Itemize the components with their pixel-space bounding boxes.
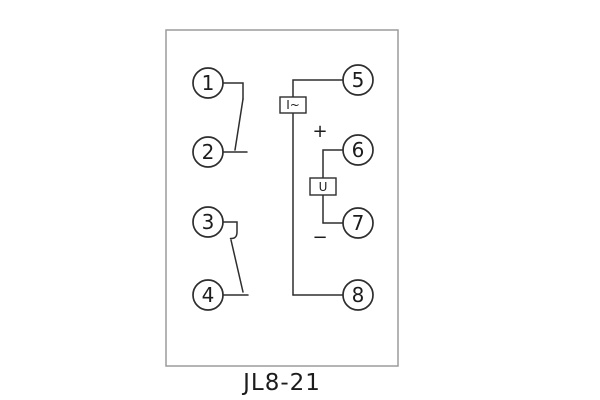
terminal-3-circle <box>192 206 224 238</box>
terminal-6: 6 <box>342 134 374 166</box>
voltage-coil-label: U <box>319 180 328 194</box>
contact-blade-1-2 <box>234 98 244 151</box>
terminal-3: 3 <box>192 206 224 238</box>
minus-sign: − <box>312 227 327 248</box>
terminal-2: 2 <box>192 136 224 168</box>
terminal-5-circle <box>342 64 374 96</box>
terminal-8-label: 8 <box>352 283 365 307</box>
wire-from-terminal-6 <box>322 149 344 179</box>
terminal-6-circle <box>342 134 374 166</box>
terminal-8-circle <box>342 279 374 311</box>
terminal-5: 5 <box>342 64 374 96</box>
terminal-7: 7 <box>342 207 374 239</box>
wire-from-terminal-5 <box>292 79 344 98</box>
terminal-4: 4 <box>192 279 224 311</box>
current-coil-label: I~ <box>286 98 300 112</box>
terminal-6-label: 6 <box>352 138 365 162</box>
current-coil-box <box>279 96 307 114</box>
contact-3-4-wiring <box>222 221 249 296</box>
terminal-7-circle <box>342 207 374 239</box>
voltage-coil-box <box>309 177 337 196</box>
terminal-2-circle <box>192 136 224 168</box>
wire-from-terminal-1 <box>222 82 244 100</box>
terminal-3-label: 3 <box>202 210 215 234</box>
current-coil-circuit: I~ <box>279 79 344 296</box>
model-label: JL8-21 <box>243 370 321 396</box>
terminal-1-circle <box>192 67 224 99</box>
terminal-2-label: 2 <box>202 140 215 164</box>
terminal-1: 1 <box>192 67 224 99</box>
terminal-4-circle <box>192 279 224 311</box>
plus-sign: + <box>312 121 327 142</box>
terminal-4-label: 4 <box>202 283 215 307</box>
terminal-7-label: 7 <box>352 211 365 235</box>
wire-from-terminal-3 <box>222 221 238 240</box>
terminal-1-label: 1 <box>202 71 215 95</box>
terminal-8: 8 <box>342 279 374 311</box>
contact-blade-3-4 <box>230 239 244 293</box>
voltage-coil-circuit: U + − <box>309 121 344 248</box>
terminal-5-label: 5 <box>352 68 365 92</box>
contact-1-2-wiring <box>222 82 248 153</box>
